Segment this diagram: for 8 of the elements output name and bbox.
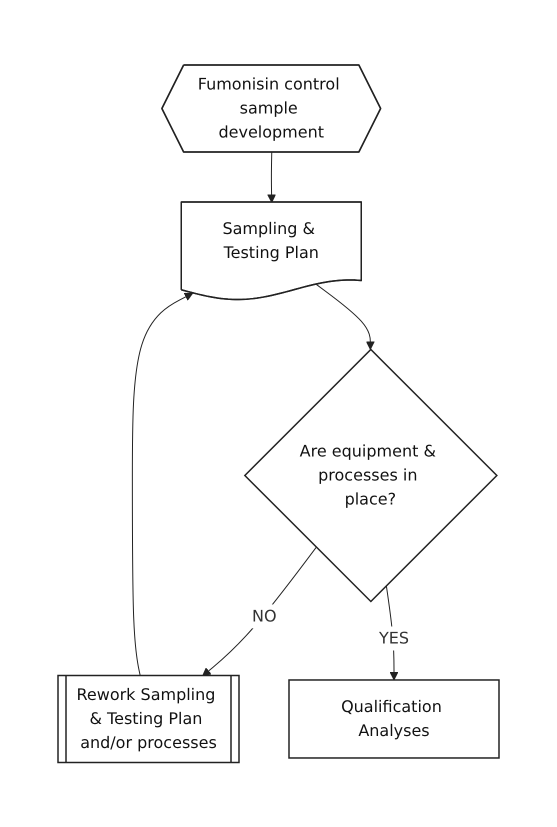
arrow [202, 546, 317, 676]
arrow [132, 292, 194, 676]
node-box: Qualification Analyses [288, 678, 500, 758]
edge-label: YES [378, 628, 410, 648]
edge-label: NO [252, 606, 277, 626]
node-diamond: Are equipment & processes in place? [244, 348, 498, 602]
arrow [267, 152, 276, 203]
arrow [316, 284, 375, 350]
